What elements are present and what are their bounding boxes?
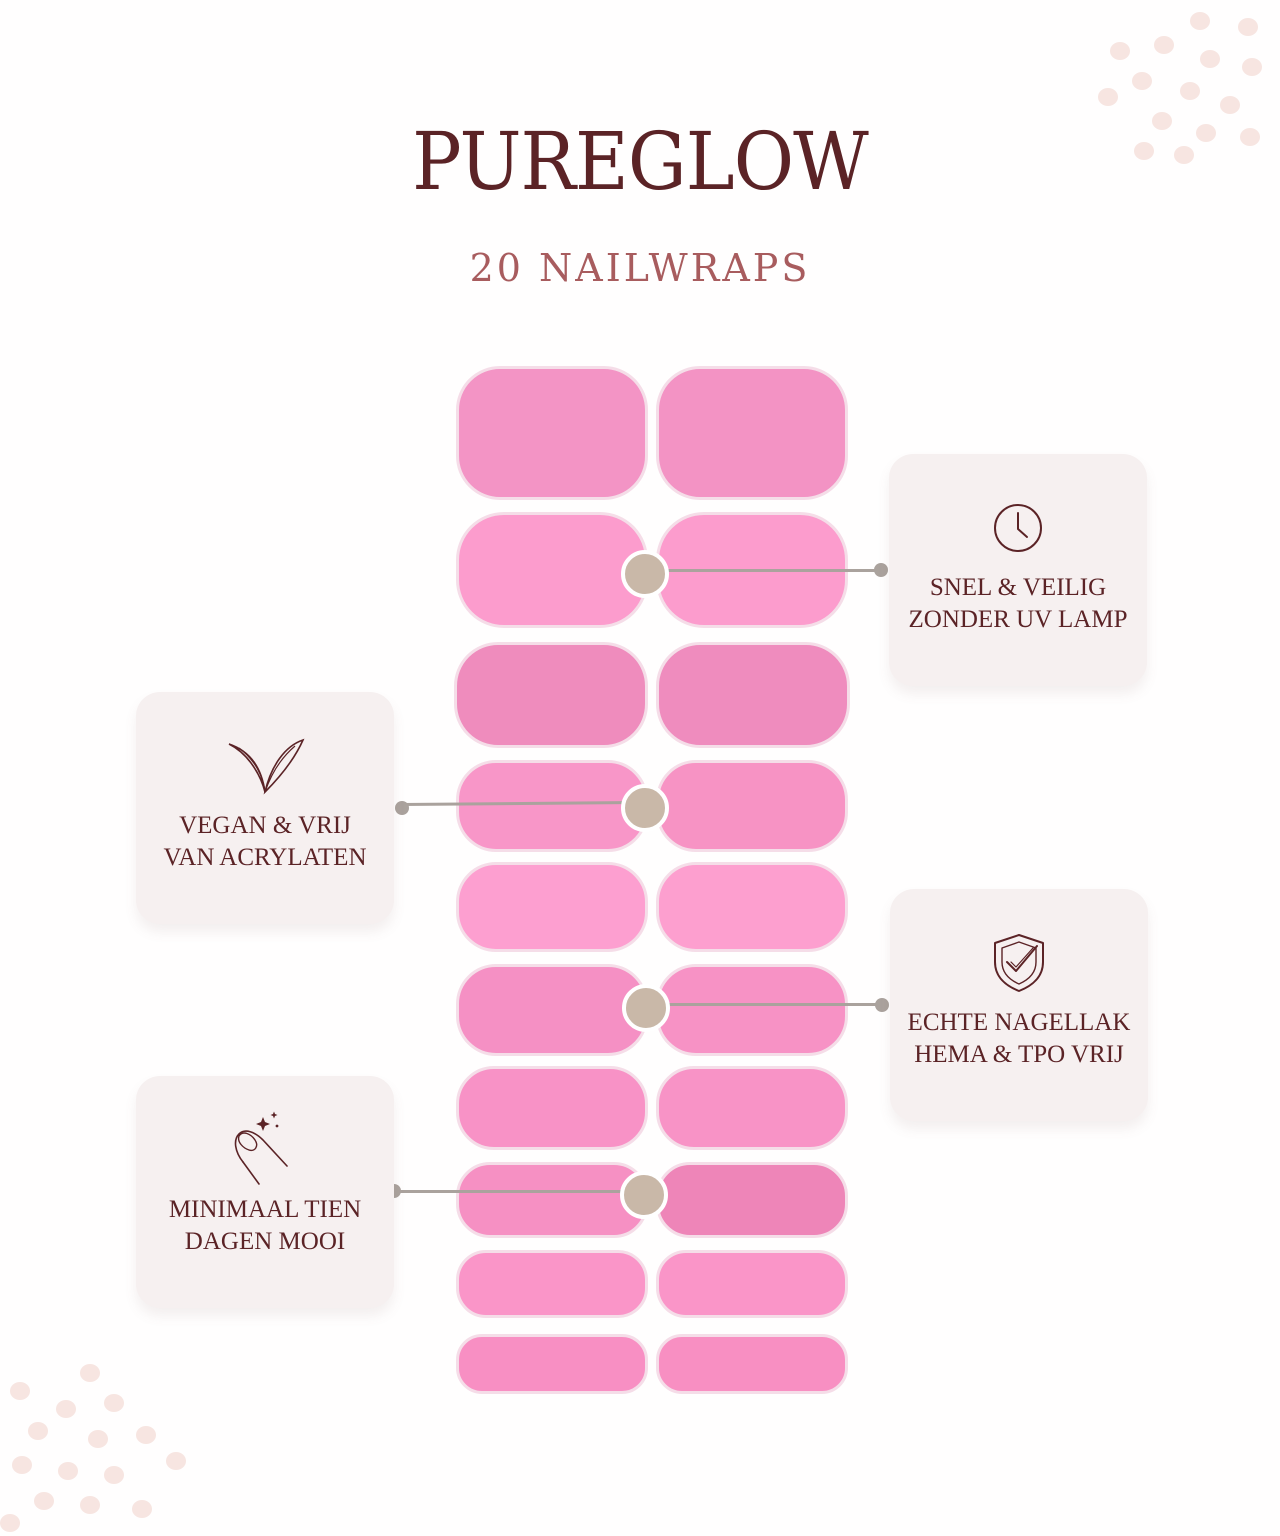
- nail-wrap: [656, 1334, 848, 1394]
- nail-wrap: [456, 512, 648, 628]
- connector-line-duration: [394, 1190, 640, 1193]
- marker-vegan: [621, 784, 669, 832]
- leaf-icon: [136, 726, 394, 806]
- nail-wrap: [656, 760, 848, 852]
- nail-wrap: [456, 964, 648, 1056]
- clock-icon: [889, 488, 1147, 568]
- decorative-dots-top-right: [1090, 0, 1280, 170]
- connector-end-nagellak: [875, 998, 889, 1012]
- nail-wrap: [656, 1250, 848, 1318]
- connector-line-uv: [641, 569, 881, 572]
- marker-uv: [621, 550, 669, 598]
- feature-card-duration: MINIMAAL TIEN DAGEN MOOI: [136, 1076, 394, 1308]
- feature-label-uv: SNEL & VEILIG ZONDER UV LAMP: [908, 574, 1128, 633]
- feature-card-nagellak: ECHTE NAGELLAK HEMA & TPO VRIJ: [890, 889, 1148, 1121]
- feature-label-vegan: VEGAN & VRIJ VAN ACRYLATEN: [163, 812, 367, 871]
- nail-wrap: [656, 642, 850, 748]
- nail-wrap: [656, 964, 848, 1056]
- feature-card-uv: SNEL & VEILIG ZONDER UV LAMP: [889, 454, 1147, 686]
- nail-wrap: [456, 760, 648, 852]
- nail-wrap: [656, 366, 848, 500]
- nail-wrap: [456, 1066, 648, 1150]
- nail-wrap: [454, 642, 648, 748]
- connector-end-uv: [874, 563, 888, 577]
- nail-wrap: [456, 1250, 648, 1318]
- nail-wrap: [456, 1334, 648, 1394]
- nail-wrap: [656, 1066, 848, 1150]
- feature-label-duration: MINIMAAL TIEN DAGEN MOOI: [168, 1196, 362, 1255]
- nail-sparkle-icon: [136, 1110, 394, 1190]
- nail-wrap: [456, 366, 648, 500]
- connector-line-nagellak: [642, 1003, 882, 1006]
- feature-label-nagellak: ECHTE NAGELLAK HEMA & TPO VRIJ: [907, 1009, 1131, 1068]
- nail-wrap: [456, 1162, 648, 1238]
- nail-wrap: [456, 862, 648, 952]
- feature-card-vegan: VEGAN & VRIJ VAN ACRYLATEN: [136, 692, 394, 924]
- shield-check-icon: [890, 923, 1148, 1003]
- nail-wrap: [656, 1162, 848, 1238]
- product-subtitle: 20 NAILWRAPS: [469, 246, 811, 290]
- decorative-dots-bottom-left: [0, 1364, 200, 1534]
- marker-duration: [620, 1171, 668, 1219]
- brand-title: PUREGLOW: [412, 115, 869, 208]
- connector-end-vegan: [395, 801, 409, 815]
- marker-nagellak: [622, 984, 670, 1032]
- nailwrap-sheet: [440, 360, 860, 1410]
- nail-wrap: [656, 862, 848, 952]
